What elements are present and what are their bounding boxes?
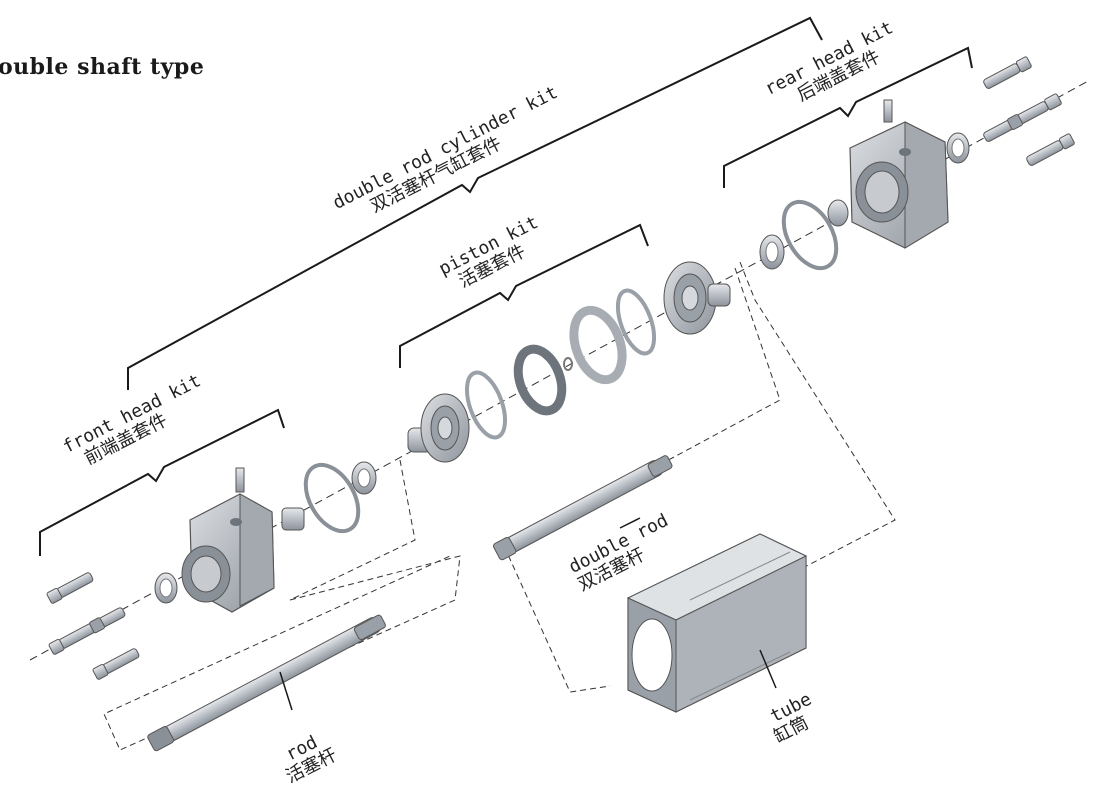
double-rod-label-leader: [619, 517, 641, 529]
piston-rear: [663, 261, 731, 335]
bracket-piston-kit: [399, 223, 649, 368]
rear-screws: [983, 56, 1075, 166]
tube-label-leader: [759, 649, 777, 689]
rod-leader-box: [103, 459, 461, 751]
bracket-rear-head-kit: [723, 46, 973, 188]
rear-head-block: [849, 99, 949, 249]
rear-bushing: [946, 132, 970, 164]
front-screws: [46, 572, 140, 680]
bracket-front-head-kit: [39, 408, 285, 556]
rear-o-ring: [781, 199, 839, 271]
tube-part: [626, 533, 808, 713]
tube-leader-box: [739, 261, 896, 586]
rod-label-leader: [279, 671, 293, 711]
rear-small-ring: [759, 199, 849, 270]
bracket-double-rod-cylinder-kit: [127, 16, 823, 390]
front-o-ring: [281, 461, 377, 534]
front-bushing: [154, 572, 178, 604]
double-rod-part: [493, 455, 673, 561]
piston-front: [407, 393, 470, 463]
front-head-block: [181, 467, 275, 613]
piston-seals: [464, 288, 657, 440]
bracket-lines: [39, 16, 973, 556]
rod-part: [147, 614, 386, 752]
page-title: ouble shaft type: [0, 54, 205, 80]
